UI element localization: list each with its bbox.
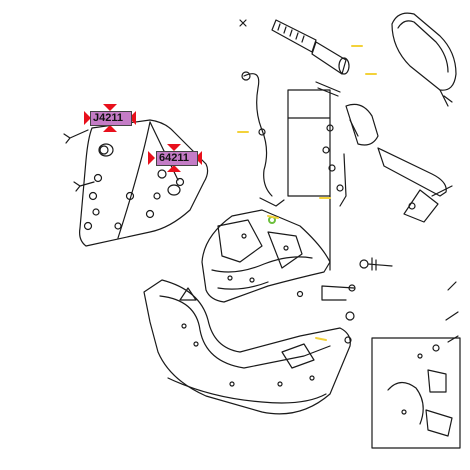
windscreen xyxy=(63,119,209,247)
throttle-assembly xyxy=(239,19,350,207)
mirror xyxy=(391,12,457,107)
right-handlebar xyxy=(377,147,453,223)
part-callout-label-b: 64211 xyxy=(156,151,198,166)
fasteners xyxy=(296,257,459,343)
guide-marks xyxy=(237,45,377,341)
callout-marker-a xyxy=(84,104,136,132)
callout-marker-b xyxy=(148,144,202,172)
part-callout-label-a: J4211 xyxy=(90,111,132,126)
lower-cover xyxy=(143,279,352,415)
inset-detail-box xyxy=(371,337,461,449)
front-cowl xyxy=(201,209,331,303)
lever-switch-group xyxy=(287,89,379,271)
